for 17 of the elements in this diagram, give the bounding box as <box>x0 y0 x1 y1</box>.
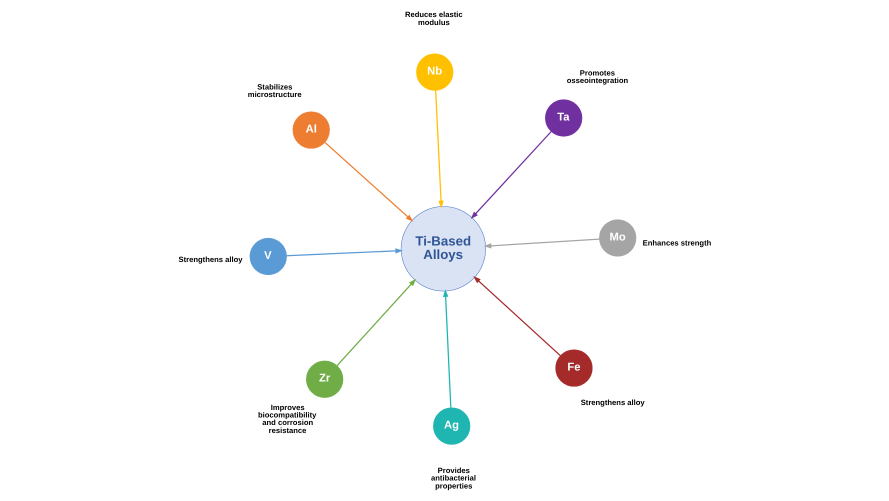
node-circle: Zr <box>306 360 343 398</box>
node-circle: Ti-Based Alloys <box>400 206 486 292</box>
arrow <box>483 238 599 248</box>
node-circle: Fe <box>554 349 592 387</box>
node-circle: Al <box>292 111 330 149</box>
arrow <box>470 131 552 220</box>
node-circle: Mo <box>598 219 636 257</box>
node-circle: Ag <box>432 408 470 445</box>
node-circle: Nb <box>416 54 453 91</box>
arrow <box>442 289 451 408</box>
node-circle: Ta <box>544 99 582 137</box>
arrow <box>324 142 413 222</box>
arrow <box>434 90 444 208</box>
arrow <box>336 278 416 366</box>
node-circle: V <box>249 238 286 276</box>
arrow <box>286 248 403 256</box>
arrow <box>472 276 560 356</box>
